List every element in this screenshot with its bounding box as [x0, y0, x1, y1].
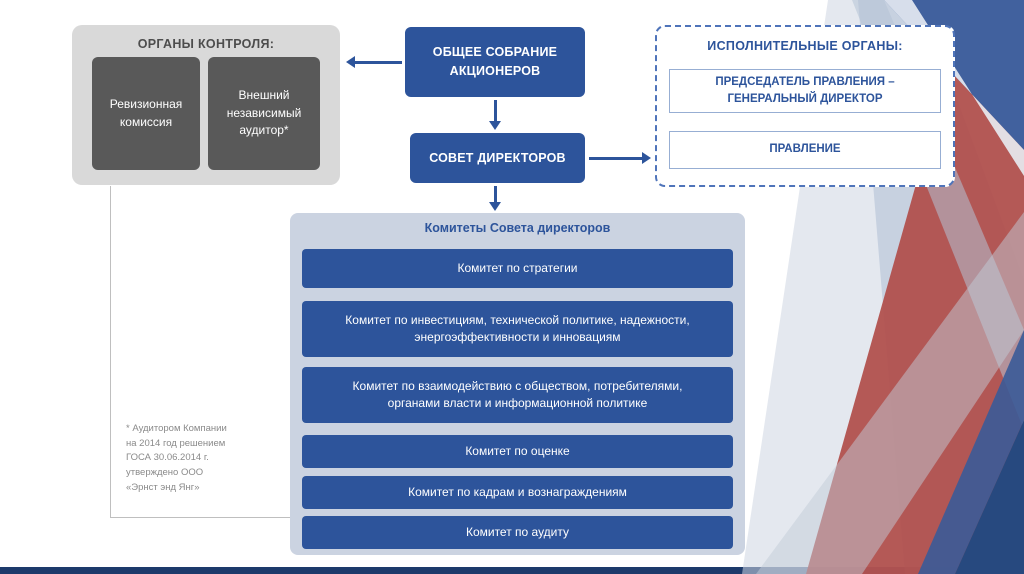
arrow-general-meeting-to-control-icon	[346, 56, 402, 68]
committee-public-relations: Комитет по взаимодействию с обществом, п…	[302, 367, 733, 423]
management-board-node: ПРАВЛЕНИЕ	[669, 131, 941, 169]
bottom-accent-bar	[0, 567, 1024, 574]
connector-control-to-committees-horizontal-line	[110, 517, 290, 518]
control-bodies-title: ОРГАНЫ КОНТРОЛЯ:	[137, 37, 275, 51]
committee-evaluation: Комитет по оценке	[302, 435, 733, 468]
committee-hr-remuneration: Комитет по кадрам и вознаграждениям	[302, 476, 733, 509]
ceo-chairman-node: ПРЕДСЕДАТЕЛЬ ПРАВЛЕНИЯ – ГЕНЕРАЛЬНЫЙ ДИР…	[669, 69, 941, 113]
arrow-general-meeting-to-board-icon	[489, 100, 501, 130]
executive-bodies-panel: ИСПОЛНИТЕЛЬНЫЕ ОРГАНЫ: ПРЕДСЕДАТЕЛЬ ПРАВ…	[655, 25, 955, 187]
control-bodies-panel: ОРГАНЫ КОНТРОЛЯ: Ревизионная комиссия Вн…	[72, 25, 340, 185]
auditor-footnote: * Аудитором Компании на 2014 год решение…	[126, 423, 227, 493]
decor-blue-sliver	[918, 330, 1024, 574]
general-meeting-node: ОБЩЕЕ СОБРАНИЕ АКЦИОНЕРОВ	[405, 27, 585, 97]
revision-commission-node: Ревизионная комиссия	[92, 57, 200, 170]
committees-panel: Комитеты Совета директоров Комитет по ст…	[290, 213, 745, 555]
committee-investments: Комитет по инвестициям, технической поли…	[302, 301, 733, 357]
arrow-board-to-executive-icon	[589, 152, 651, 164]
connector-control-to-committees-vertical-line	[110, 186, 111, 518]
executive-bodies-title: ИСПОЛНИТЕЛЬНЫЕ ОРГАНЫ:	[707, 39, 903, 53]
decor-gray-overlay	[756, 212, 1024, 574]
committee-audit: Комитет по аудиту	[302, 516, 733, 549]
decor-navy-corner	[955, 420, 1024, 574]
board-of-directors-node: СОВЕТ ДИРЕКТОРОВ	[410, 133, 585, 183]
committee-strategy: Комитет по стратегии	[302, 249, 733, 288]
arrow-board-to-committees-icon	[489, 186, 501, 211]
committees-panel-title: Комитеты Совета директоров	[424, 221, 611, 235]
external-auditor-node: Внешний независимый аудитор*	[208, 57, 320, 170]
